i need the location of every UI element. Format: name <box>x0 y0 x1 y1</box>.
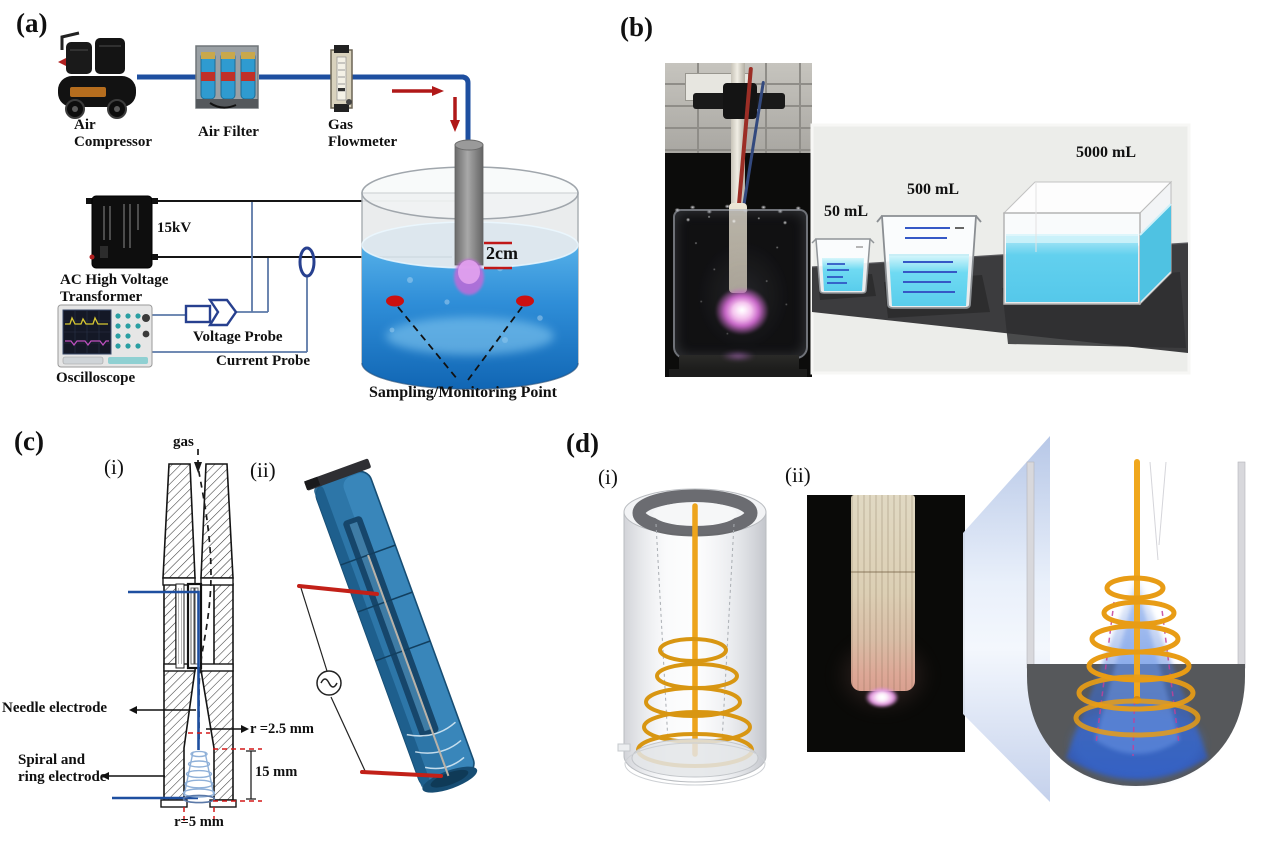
hv-lead-bottom <box>360 770 443 778</box>
ring-electrode <box>182 794 216 804</box>
nozzle-3d-render <box>297 458 478 793</box>
zoom-cone <box>963 436 1050 802</box>
beaker-50ml <box>811 238 875 294</box>
dimension-lines-red <box>183 732 262 823</box>
clamp-block <box>723 83 757 119</box>
air-compressor-icon <box>58 31 136 119</box>
gas-flow-dashed-line <box>197 449 212 742</box>
gas-pipe <box>137 74 471 144</box>
electrode-tube <box>454 139 484 266</box>
hv-transformer-icon <box>86 195 158 269</box>
current-probe-icon <box>298 246 316 278</box>
nozzle-walls <box>162 463 234 801</box>
plasma-jet-photo <box>807 495 965 752</box>
panel-a-schematic <box>57 31 579 390</box>
depth-ticks <box>484 241 512 270</box>
tank-5000ml <box>1002 180 1173 306</box>
plasma-reactor-photo <box>665 63 812 377</box>
air-filter-icon <box>195 45 259 109</box>
plasma-reflection <box>721 351 755 361</box>
base-plate <box>669 369 807 377</box>
gold-coil <box>1073 575 1201 738</box>
plasma-core <box>731 301 753 319</box>
nozzle-seam <box>851 571 915 573</box>
gas-flowmeter-icon <box>330 45 353 112</box>
voltage-probe-icon <box>184 298 238 327</box>
plasma-plume-core <box>875 691 889 703</box>
plasma-glow-schematic <box>454 259 484 295</box>
glass-cylinder-render <box>617 488 767 786</box>
sampling-dashed-lines <box>397 306 523 381</box>
probe-wires <box>152 202 308 353</box>
panel-d-renders <box>617 436 1246 802</box>
ceramic-nozzle <box>851 495 915 691</box>
oscilloscope-icon <box>57 304 153 368</box>
panel-b-illustration <box>810 123 1191 375</box>
flow-arrow-icon <box>392 86 460 132</box>
hv-lead-top <box>297 584 379 596</box>
sampling-point-dots <box>386 295 534 307</box>
beaker-500ml <box>876 215 982 309</box>
spiral-cone <box>182 750 216 798</box>
spiral-closeup-render <box>1026 459 1246 786</box>
dimension-bracket <box>246 750 256 800</box>
annotation-arrows <box>109 709 241 777</box>
panel-c-nozzle-section <box>101 449 478 823</box>
